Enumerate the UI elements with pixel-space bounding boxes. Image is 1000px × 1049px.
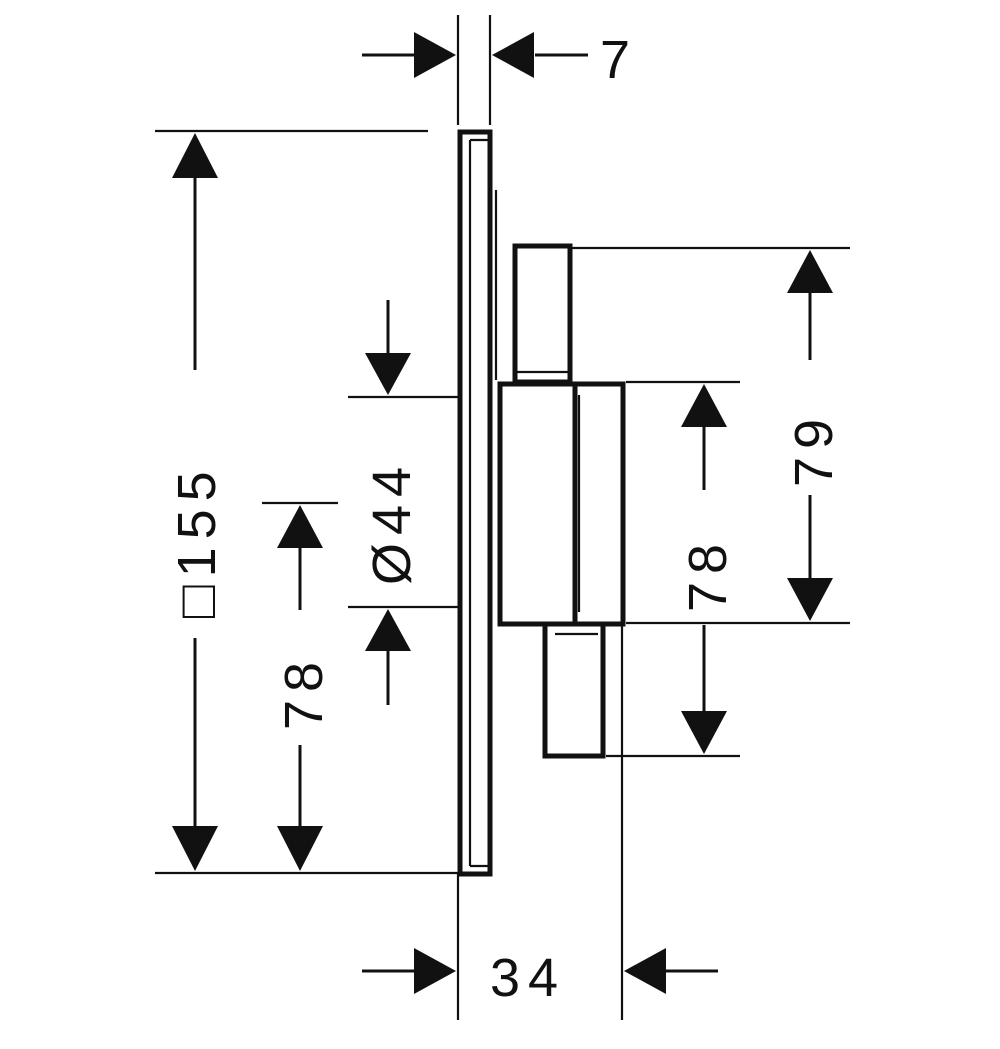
- arrow-down: [277, 826, 323, 871]
- arrow-down: [787, 578, 833, 621]
- arrow-down: [365, 353, 411, 395]
- arrow-left: [624, 948, 666, 994]
- arrow-up: [787, 250, 833, 293]
- dim-thickness: 7: [362, 15, 638, 125]
- arrow-down: [681, 711, 727, 754]
- arrow-right: [414, 32, 456, 78]
- side-body: [572, 381, 626, 627]
- dim-label-lower-offset: 78: [274, 654, 334, 730]
- dim-right-offset: 78: [606, 380, 740, 758]
- dim-panel-square: □155: [155, 129, 458, 875]
- dim-total-depth: 34: [362, 624, 718, 1020]
- plate-outline: [457, 129, 493, 877]
- arrow-up: [681, 384, 727, 427]
- dim-right-height: 79: [572, 246, 850, 625]
- dim-lower-offset: 78: [262, 501, 338, 871]
- dim-label-right-height: 79: [784, 411, 844, 487]
- dim-label-square: □155: [167, 463, 227, 618]
- upper-cartridge: [512, 243, 573, 385]
- lower-cartridge: [542, 621, 606, 759]
- center-body: [497, 381, 578, 627]
- arrow-right: [414, 948, 456, 994]
- arrow-up: [277, 505, 323, 548]
- arrow-down: [172, 826, 218, 871]
- dim-label-diameter: Ø44: [362, 459, 422, 585]
- dim-diameter: Ø44: [348, 300, 460, 705]
- dim-label-thickness: 7: [600, 30, 638, 90]
- dim-label-depth: 34: [490, 948, 566, 1008]
- valve-body: [494, 190, 626, 759]
- arrow-left: [492, 32, 534, 78]
- arrow-up: [172, 133, 218, 178]
- dim-label-right-offset: 78: [678, 536, 738, 612]
- mounting-plate: [457, 129, 493, 877]
- arrow-up: [365, 609, 411, 651]
